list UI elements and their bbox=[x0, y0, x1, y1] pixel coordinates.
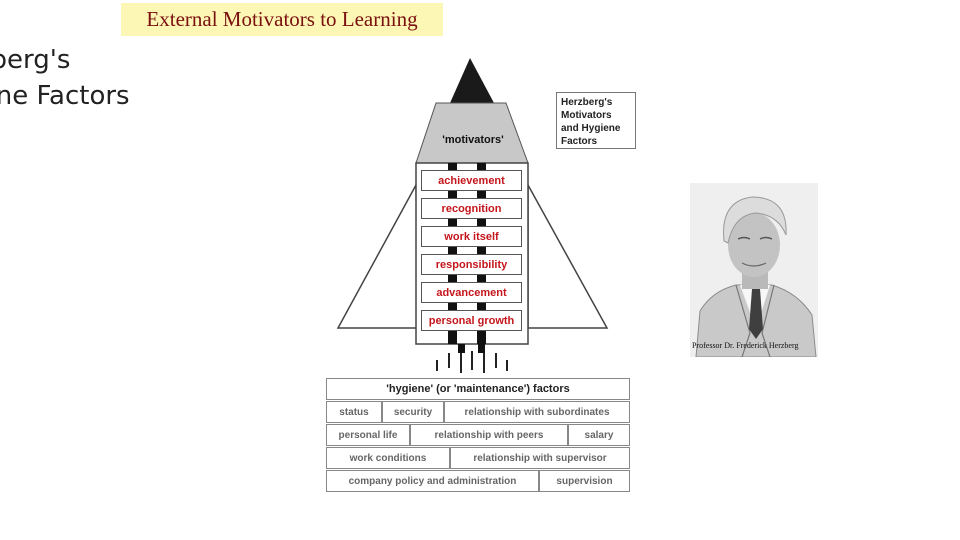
exhaust-leg-right bbox=[478, 344, 485, 353]
hygiene-row: company policy and administration superv… bbox=[326, 470, 630, 492]
hygiene-cell-relationship-peers: relationship with peers bbox=[410, 424, 568, 446]
motivator-work-itself: work itself bbox=[421, 226, 522, 247]
hygiene-row: status security relationship with subord… bbox=[326, 401, 630, 423]
hygiene-row: work conditions relationship with superv… bbox=[326, 447, 630, 469]
motivator-advancement: advancement bbox=[421, 282, 522, 303]
ladder-rail-left bbox=[448, 163, 457, 344]
legend-line: and Hygiene bbox=[561, 123, 621, 134]
hygiene-cell-security: security bbox=[382, 401, 444, 423]
slide-title-line-2: giene Factors bbox=[0, 81, 130, 111]
motivator-recognition: recognition bbox=[421, 198, 522, 219]
motivator-achievement: achievement bbox=[421, 170, 522, 191]
exhaust-lines bbox=[436, 351, 508, 373]
hygiene-cell-company-policy: company policy and administration bbox=[326, 470, 539, 492]
hygiene-cell-work-conditions: work conditions bbox=[326, 447, 450, 469]
legend-line: Factors bbox=[561, 136, 598, 147]
hygiene-row: personal life relationship with peers sa… bbox=[326, 424, 630, 446]
hygiene-cell-relationship-supervisor: relationship with supervisor bbox=[450, 447, 630, 469]
motivators-label: 'motivators' bbox=[442, 134, 504, 146]
slide-title-line-1: rtzberg's bbox=[0, 45, 71, 75]
right-fin bbox=[527, 184, 609, 329]
slide-banner: External Motivators to Learning bbox=[121, 3, 443, 36]
left-fin bbox=[336, 182, 419, 329]
legend-line: Herzberg's bbox=[561, 97, 613, 108]
slide-title: rtzberg's giene Factors bbox=[0, 42, 216, 114]
motivator-responsibility: responsibility bbox=[421, 254, 522, 275]
hygiene-cell-status: status bbox=[326, 401, 382, 423]
nose-cone bbox=[450, 58, 494, 103]
hygiene-cell-personal-life: personal life bbox=[326, 424, 410, 446]
hygiene-table-header: 'hygiene' (or 'maintenance') factors bbox=[326, 378, 630, 400]
exhaust-leg-left bbox=[458, 344, 465, 353]
hygiene-cell-supervision: supervision bbox=[539, 470, 630, 492]
hygiene-cell-salary: salary bbox=[568, 424, 630, 446]
motivator-personal-growth: personal growth bbox=[421, 310, 522, 331]
legend-line: Motivators bbox=[561, 110, 612, 121]
ladder-rail-right bbox=[477, 163, 486, 344]
hygiene-factors-table: 'hygiene' (or 'maintenance') factors sta… bbox=[326, 378, 630, 492]
portrait-photo bbox=[690, 183, 818, 357]
hygiene-cell-relationship-subordinates: relationship with subordinates bbox=[444, 401, 630, 423]
diagram-legend-box: Herzberg's Motivators and Hygiene Factor… bbox=[556, 92, 636, 149]
portrait-caption: Professor Dr. Frederick Herzberg bbox=[692, 341, 799, 350]
